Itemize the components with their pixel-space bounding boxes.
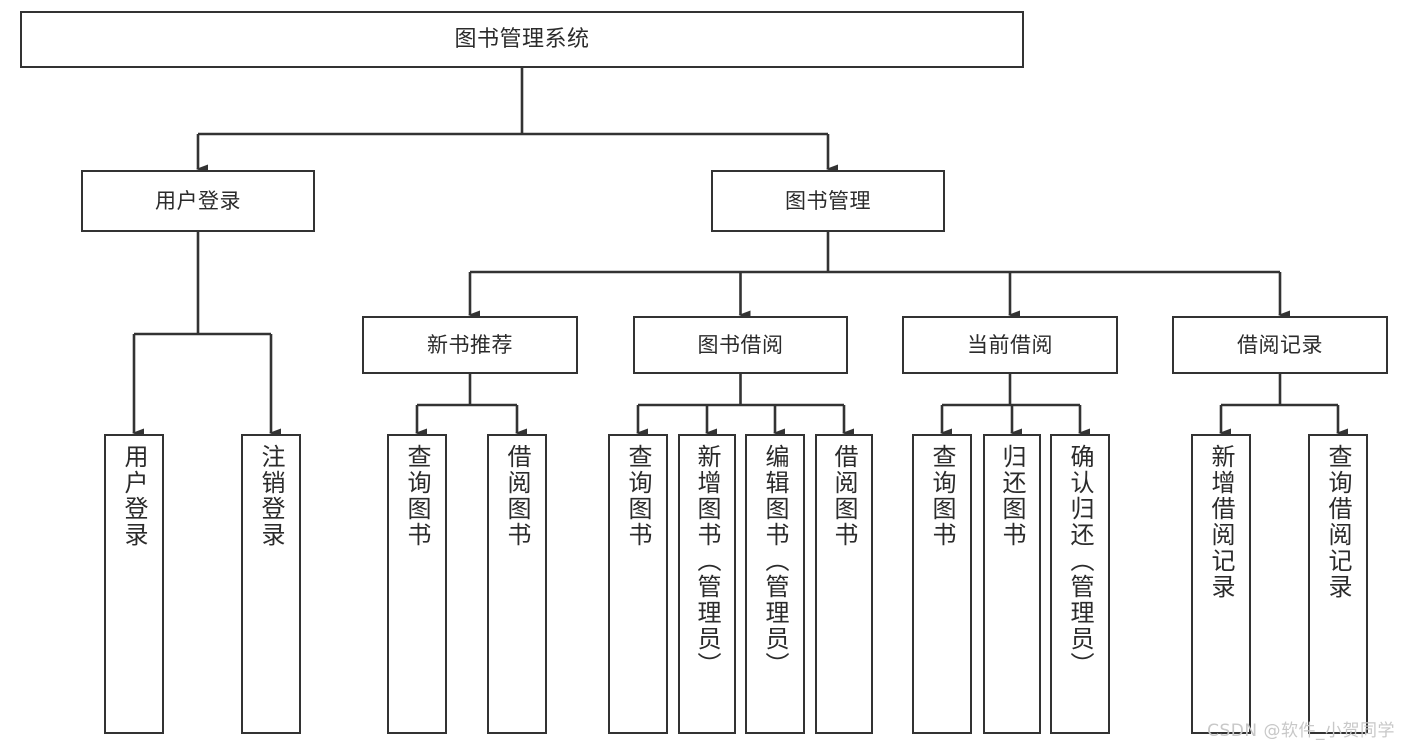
node-leaf-query-book-3-label: 查询图书 [928,444,956,548]
node-leaf-edit-book-label: 编辑图书（管理员） [761,444,789,678]
node-leaf-edit-book[interactable]: 编辑图书（管理员） [745,434,805,734]
node-leaf-return-book[interactable]: 归还图书 [983,434,1041,734]
node-leaf-query-record-label: 查询借阅记录 [1324,444,1352,600]
node-user-login[interactable]: 用户登录 [81,170,315,232]
node-leaf-query-book-1[interactable]: 查询图书 [387,434,447,734]
node-leaf-borrow-book-2-label: 借阅图书 [830,444,858,548]
node-leaf-user-login-label: 用户登录 [120,444,148,548]
node-book-borrow[interactable]: 图书借阅 [633,316,848,374]
node-leaf-return-book-label: 归还图书 [998,444,1026,548]
node-leaf-borrow-book-1[interactable]: 借阅图书 [487,434,547,734]
node-leaf-add-book[interactable]: 新增图书（管理员） [678,434,736,734]
node-new-book-rec-label: 新书推荐 [427,332,513,357]
node-leaf-query-book-1-label: 查询图书 [403,444,431,548]
node-current-borrow[interactable]: 当前借阅 [902,316,1118,374]
node-leaf-logout-label: 注销登录 [257,444,285,548]
node-leaf-confirm-return[interactable]: 确认归还（管理员） [1050,434,1110,734]
node-leaf-add-record-label: 新增借阅记录 [1207,444,1235,600]
node-book-manage[interactable]: 图书管理 [711,170,945,232]
node-root[interactable]: 图书管理系统 [20,11,1024,68]
node-leaf-borrow-book-2[interactable]: 借阅图书 [815,434,873,734]
node-borrow-record[interactable]: 借阅记录 [1172,316,1388,374]
node-leaf-query-book-2-label: 查询图书 [624,444,652,548]
node-leaf-add-record[interactable]: 新增借阅记录 [1191,434,1251,734]
node-new-book-rec[interactable]: 新书推荐 [362,316,578,374]
node-borrow-record-label: 借阅记录 [1237,332,1323,357]
node-root-label: 图书管理系统 [454,26,590,52]
csdn-watermark: CSDN @软件_小贺同学 [1207,721,1395,741]
node-current-borrow-label: 当前借阅 [967,332,1053,357]
node-leaf-add-book-label: 新增图书（管理员） [693,444,721,678]
node-leaf-user-login[interactable]: 用户登录 [104,434,164,734]
node-leaf-query-record[interactable]: 查询借阅记录 [1308,434,1368,734]
node-leaf-borrow-book-1-label: 借阅图书 [503,444,531,548]
node-leaf-confirm-return-label: 确认归还（管理员） [1066,444,1094,678]
node-leaf-query-book-2[interactable]: 查询图书 [608,434,668,734]
node-book-manage-label: 图书管理 [785,188,871,213]
node-user-login-label: 用户登录 [155,188,241,213]
node-leaf-query-book-3[interactable]: 查询图书 [912,434,972,734]
node-book-borrow-label: 图书借阅 [697,332,784,357]
node-leaf-logout[interactable]: 注销登录 [241,434,301,734]
